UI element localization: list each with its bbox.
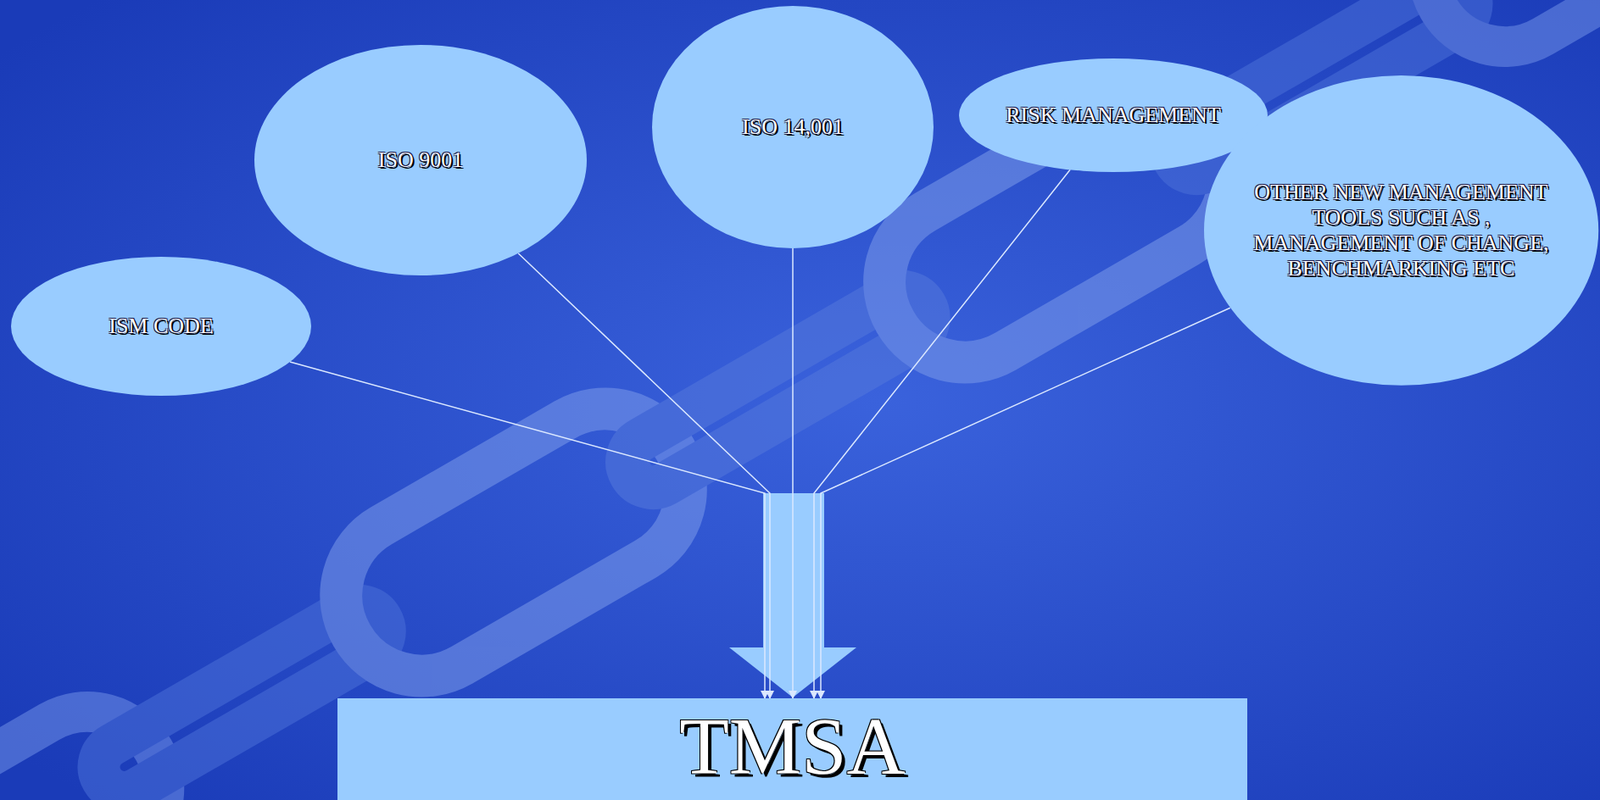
connector-line (820, 307, 1231, 699)
node-label: RISK MANAGEMENT (1005, 102, 1221, 129)
ellipse-node: ISM CODE (11, 256, 312, 396)
connector-line (813, 169, 1071, 699)
node-label: ISO 9001 (378, 147, 463, 173)
node-label: OTHER NEW MANAGEMENT TOOLS SUCH AS , MAN… (1239, 179, 1562, 282)
ellipse-node: RISK MANAGEMENT (958, 58, 1268, 173)
node-label: ISM CODE (108, 313, 214, 340)
ellipse-node: ISO 14,001 (652, 5, 934, 249)
connector-line (518, 253, 770, 699)
result-box: TMSA (337, 698, 1248, 800)
connector-line (289, 362, 765, 699)
ellipse-node: OTHER NEW MANAGEMENT TOOLS SUCH AS , MAN… (1204, 75, 1599, 386)
ellipse-node: ISO 9001 (254, 44, 587, 276)
title-label: TMSA (679, 700, 906, 794)
node-label: ISO 14,001 (741, 114, 844, 140)
connector-line (791, 248, 794, 699)
